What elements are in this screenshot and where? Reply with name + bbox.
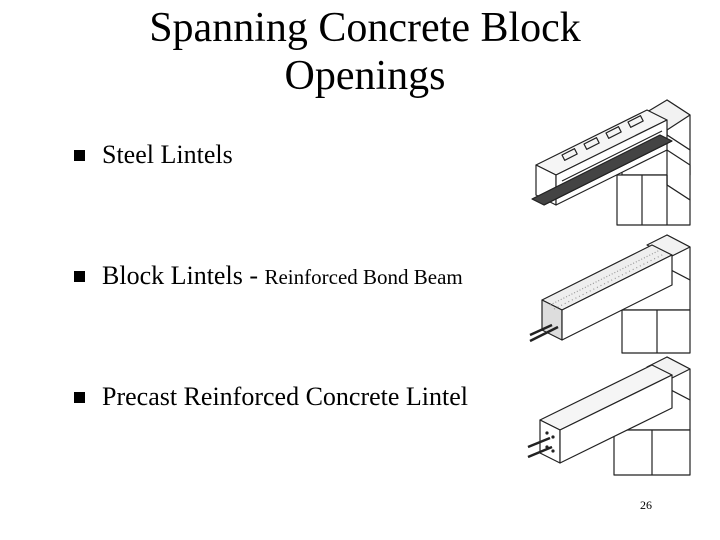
bullet-steel-lintels: Steel Lintels <box>74 138 514 172</box>
slide-title: Spanning Concrete Block Openings <box>60 4 670 100</box>
steel-lintel-illustration <box>531 99 691 226</box>
bond-beam-illustration <box>529 234 691 354</box>
bullet-text: Precast Reinforced Concrete Lintel <box>102 382 469 411</box>
square-bullet-icon <box>74 270 85 282</box>
bullet-text: Steel Lintels <box>102 140 233 169</box>
title-line-2: Openings <box>284 53 446 99</box>
square-bullet-icon <box>74 391 85 403</box>
bullet-text: Block Lintels - Reinforced Bond Beam <box>102 261 463 291</box>
square-bullet-icon <box>74 149 85 161</box>
bullet-precast-lintel: Precast Reinforced Concrete Lintel <box>74 380 514 414</box>
page-number: 26 <box>640 498 652 512</box>
title-line-1: Spanning Concrete Block <box>149 5 581 51</box>
precast-lintel-illustration <box>527 356 691 476</box>
bullet-main-text: Block Lintels - <box>102 261 265 290</box>
bullet-block-lintels: Block Lintels - Reinforced Bond Beam <box>74 259 514 293</box>
bullet-sub-text: Reinforced Bond Beam <box>264 265 463 289</box>
lintel-illustrations <box>527 99 691 476</box>
